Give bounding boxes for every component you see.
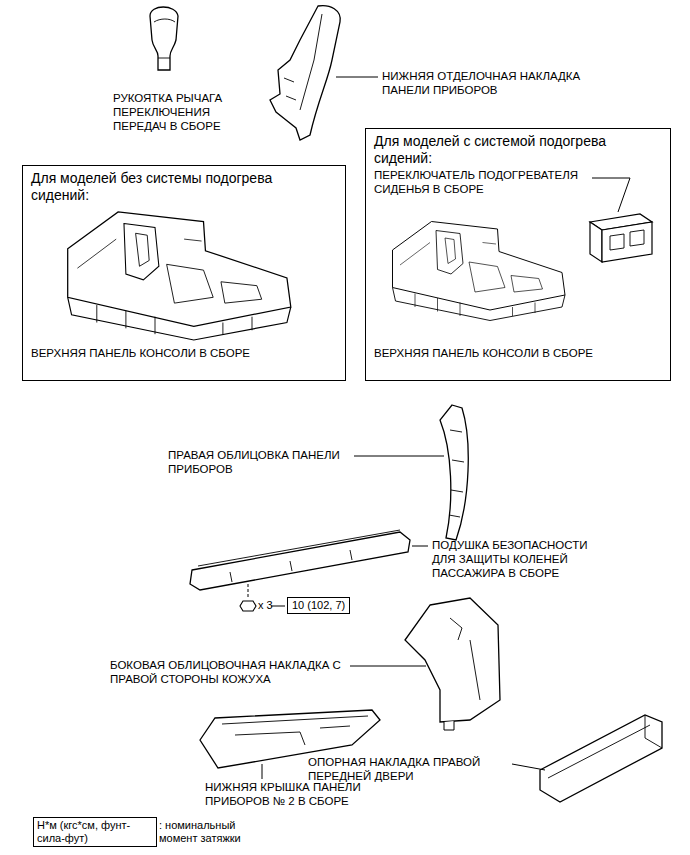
variant-frame: Для моделей с системой подогрева сидений… — [365, 128, 671, 381]
right-panel-trim — [354, 405, 468, 540]
part-name: ПОДУШКА БЕЗОПАСНОСТИ ДЛЯ ЗАЩИТЫ КОЛЕНЕЙ … — [432, 539, 610, 580]
console-panel — [68, 212, 291, 340]
leader-line — [412, 546, 428, 547]
frame-heading: Для моделей без системы подогрева сидени… — [31, 170, 316, 204]
switch-buttons — [610, 230, 644, 250]
trim-outline — [440, 405, 468, 540]
part-name: РУКОЯТКА РЫЧАГА ПЕРЕКЛЮЧЕНИЯ ПЕРЕДАЧ В С… — [113, 92, 253, 133]
part-name: ПЕРЕКЛЮЧАТЕЛЬ ПОДОГРЕВАТЕЛЯ СИДЕНЬЯ В СБ… — [374, 169, 614, 197]
dashed-line — [248, 584, 249, 598]
part-name: НИЖНЯЯ КРЫШКА ПАНЕЛИ ПРИБОРОВ № 2 В СБОР… — [205, 781, 415, 809]
part-name: ПРАВАЯ ОБЛИЦОВКА ПАНЕЛИ ПРИБОРОВ — [168, 449, 378, 477]
shift-knob — [150, 7, 178, 70]
legend-note: : номинальный момент затяжки — [159, 819, 269, 845]
plate-outline — [540, 715, 662, 802]
part-name: БОКОВАЯ ОБЛИЦОВОЧНАЯ НАКЛАДКА С ПРАВОЙ С… — [110, 659, 348, 687]
panel-detail — [284, 14, 322, 110]
torque-unit-box: Н*м (кгс*см, фунт-сила-фут) — [33, 817, 157, 847]
trim-outline — [405, 598, 500, 722]
torque-value: 10 (102, 7) — [292, 599, 345, 612]
frame-heading: Для моделей с системой подогрева сидений… — [374, 133, 654, 167]
plate-detail — [548, 715, 662, 778]
part-name: НИЖНЯЯ ОТДЕЛОЧНАЯ НАКЛАДКА ПАНЕЛИ ПРИБОР… — [382, 70, 627, 98]
bolt-symbol — [240, 601, 256, 611]
cover-detail — [222, 716, 368, 745]
clip-symbol — [444, 721, 454, 730]
part-name: ВЕРХНЯЯ ПАНЕЛЬ КОНСОЛИ В СБОРЕ — [374, 347, 664, 361]
lower-finish-panel — [270, 6, 378, 140]
leader-line — [336, 77, 378, 78]
part-name: ВЕРХНЯЯ ПАНЕЛЬ КОНСОЛИ В СБОРЕ — [31, 347, 331, 361]
lower-cover-no2 — [200, 710, 380, 779]
trim-ribs — [449, 430, 464, 517]
quantity-note: x 3 — [258, 599, 286, 612]
torque-box: 10 (102, 7) — [287, 597, 350, 614]
part-name: ОПОРНАЯ НАКЛАДКА ПРАВОЙ ПЕРЕДНЕЙ ДВЕРИ — [308, 756, 510, 784]
leader-line — [592, 178, 630, 212]
trim-detail — [450, 618, 480, 700]
panel-outline — [270, 6, 340, 140]
leader-line — [512, 764, 545, 770]
leader-line — [262, 764, 263, 779]
knee-airbag — [190, 530, 428, 611]
knob-outline — [150, 7, 178, 70]
leader-line — [354, 456, 444, 457]
seat-heater-switch — [590, 178, 652, 262]
airbag-outline — [190, 532, 410, 590]
airbag-detail — [198, 530, 400, 582]
leader-line — [271, 606, 285, 607]
variant-frame: Для моделей без системы подогрева сидени… — [22, 165, 346, 381]
switch-front — [602, 222, 652, 262]
leader-line — [350, 666, 426, 667]
knob-detail — [154, 19, 175, 58]
switch-side — [590, 222, 602, 262]
door-scuff-plate — [512, 715, 662, 802]
console-panel — [393, 222, 566, 321]
unit-text: Н*м (кгс*см, фунт-сила-фут) — [37, 819, 153, 845]
